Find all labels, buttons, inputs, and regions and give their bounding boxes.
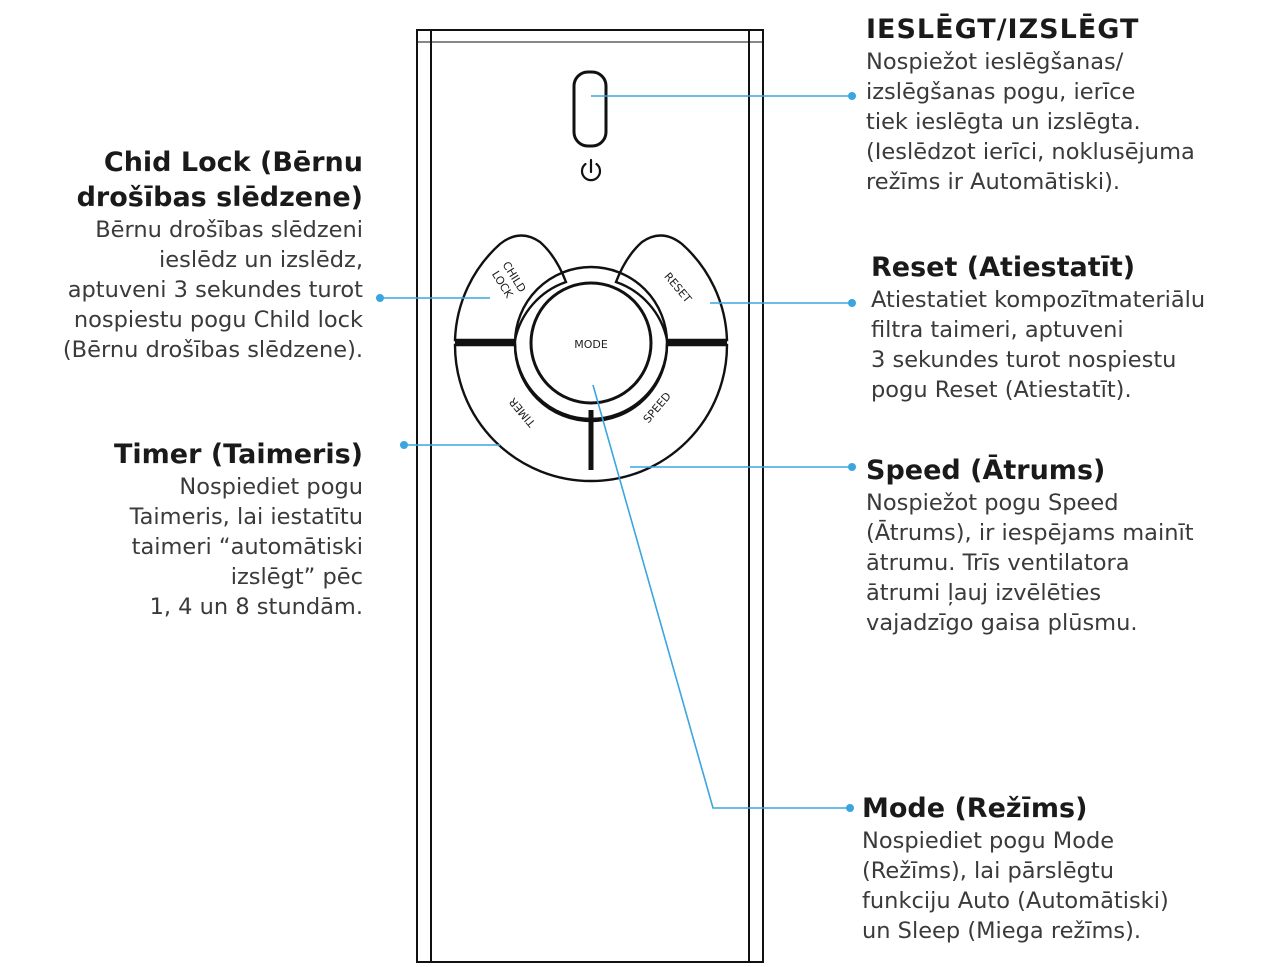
callout-timer-line: Taimeris, lai iestatītu bbox=[129, 504, 363, 530]
callout-speed-line: vajadzīgo gaisa plūsmu. bbox=[866, 610, 1138, 636]
leader-dots bbox=[376, 92, 856, 812]
callout-power-line: tiek ieslēgta un izslēgta. bbox=[866, 109, 1141, 135]
callout-reset-line: Atiestatiet kompozītmateriālu bbox=[871, 287, 1206, 313]
callout-power-line: izslēgšanas pogu, ierīce bbox=[866, 79, 1136, 105]
callout-power-line: režīms ir Automātiski). bbox=[866, 169, 1121, 195]
callout-mode: Mode (Režīms) Nospiediet pogu Mode (Režī… bbox=[862, 791, 1169, 946]
callout-speed-line: (Ātrums), ir iespējams mainīt bbox=[866, 520, 1194, 546]
callout-child-lock-line: (Bērnu drošības slēdzene). bbox=[62, 337, 363, 363]
callout-reset-line: 3 sekundes turot nospiestu bbox=[871, 347, 1177, 373]
callout-mode-line: un Sleep (Miega režīms). bbox=[862, 918, 1142, 944]
callout-speed-line: ātrumu. Trīs ventilatora bbox=[866, 550, 1130, 576]
callout-child-lock-line: ieslēdz un izslēdz, bbox=[159, 247, 363, 273]
power-button[interactable] bbox=[572, 70, 608, 148]
reset-button[interactable] bbox=[614, 234, 729, 342]
callout-speed-title: Speed (Ātrums) bbox=[866, 455, 1106, 486]
leader-mode bbox=[592, 384, 850, 809]
callout-reset-line: pogu Reset (Atiestatīt). bbox=[871, 377, 1132, 403]
timer-button-label: TIMER bbox=[506, 395, 539, 430]
mode-button-label: MODE bbox=[574, 338, 608, 351]
callout-timer: Timer (Taimeris) Nospiediet pogu Taimeri… bbox=[114, 437, 363, 622]
callout-child-lock: Chid Lock (Bērnu drošības slēdzene) Bērn… bbox=[63, 145, 363, 365]
callout-timer-title: Timer (Taimeris) bbox=[113, 439, 363, 470]
callout-child-lock-line: nospiestu pogu Child lock bbox=[73, 307, 363, 333]
callout-timer-line: 1, 4 un 8 stundām. bbox=[149, 594, 363, 620]
callout-power: IESLĒGT/IZSLĒGT Nospiežot ieslēgšanas/ i… bbox=[866, 12, 1195, 197]
callout-power-line: Nospiežot ieslēgšanas/ bbox=[866, 49, 1124, 75]
callout-power-line: (Ieslēdzot ierīci, noklusējuma bbox=[866, 139, 1195, 165]
callout-mode-line: Nospiediet pogu Mode bbox=[862, 828, 1115, 854]
callout-reset-line: filtra taimeri, aptuveni bbox=[871, 317, 1124, 343]
callout-mode-line: funkciju Auto (Automātiski) bbox=[862, 888, 1169, 914]
reset-button-label: RESET bbox=[661, 270, 694, 306]
callout-child-lock-line: aptuveni 3 sekundes turot bbox=[67, 277, 363, 303]
child-lock-button[interactable] bbox=[453, 234, 568, 342]
callout-timer-line: Nospiediet pogu bbox=[179, 474, 363, 500]
callout-speed: Speed (Ātrums) Nospiežot pogu Speed (Ātr… bbox=[866, 453, 1194, 638]
callout-speed-line: Nospiežot pogu Speed bbox=[866, 490, 1119, 516]
power-icon bbox=[580, 158, 602, 182]
callout-timer-line: taimeri “automātiski bbox=[131, 534, 363, 560]
remote-body bbox=[416, 29, 764, 963]
callout-mode-title: Mode (Režīms) bbox=[862, 793, 1088, 824]
callout-mode-line: (Režīms), lai pārslēgtu bbox=[862, 858, 1114, 884]
callout-child-lock-title: Chid Lock (Bērnu bbox=[103, 147, 363, 178]
callout-reset-title: Reset (Atiestatīt) bbox=[871, 252, 1136, 283]
callout-timer-line: izslēgt” pēc bbox=[230, 564, 363, 590]
callout-child-lock-line: Bērnu drošības slēdzeni bbox=[95, 217, 363, 243]
callout-reset: Reset (Atiestatīt) Atiestatiet kompozītm… bbox=[871, 250, 1205, 405]
mode-button[interactable] bbox=[529, 281, 653, 405]
lower-ring bbox=[453, 343, 729, 483]
mode-ring-outer bbox=[513, 265, 669, 421]
callout-child-lock-title: drošības slēdzene) bbox=[76, 182, 363, 213]
callout-power-title: IESLĒGT/IZSLĒGT bbox=[866, 14, 1140, 45]
callout-speed-line: ātrumi ļauj izvēlēties bbox=[866, 580, 1102, 606]
leader-lines bbox=[380, 95, 852, 809]
